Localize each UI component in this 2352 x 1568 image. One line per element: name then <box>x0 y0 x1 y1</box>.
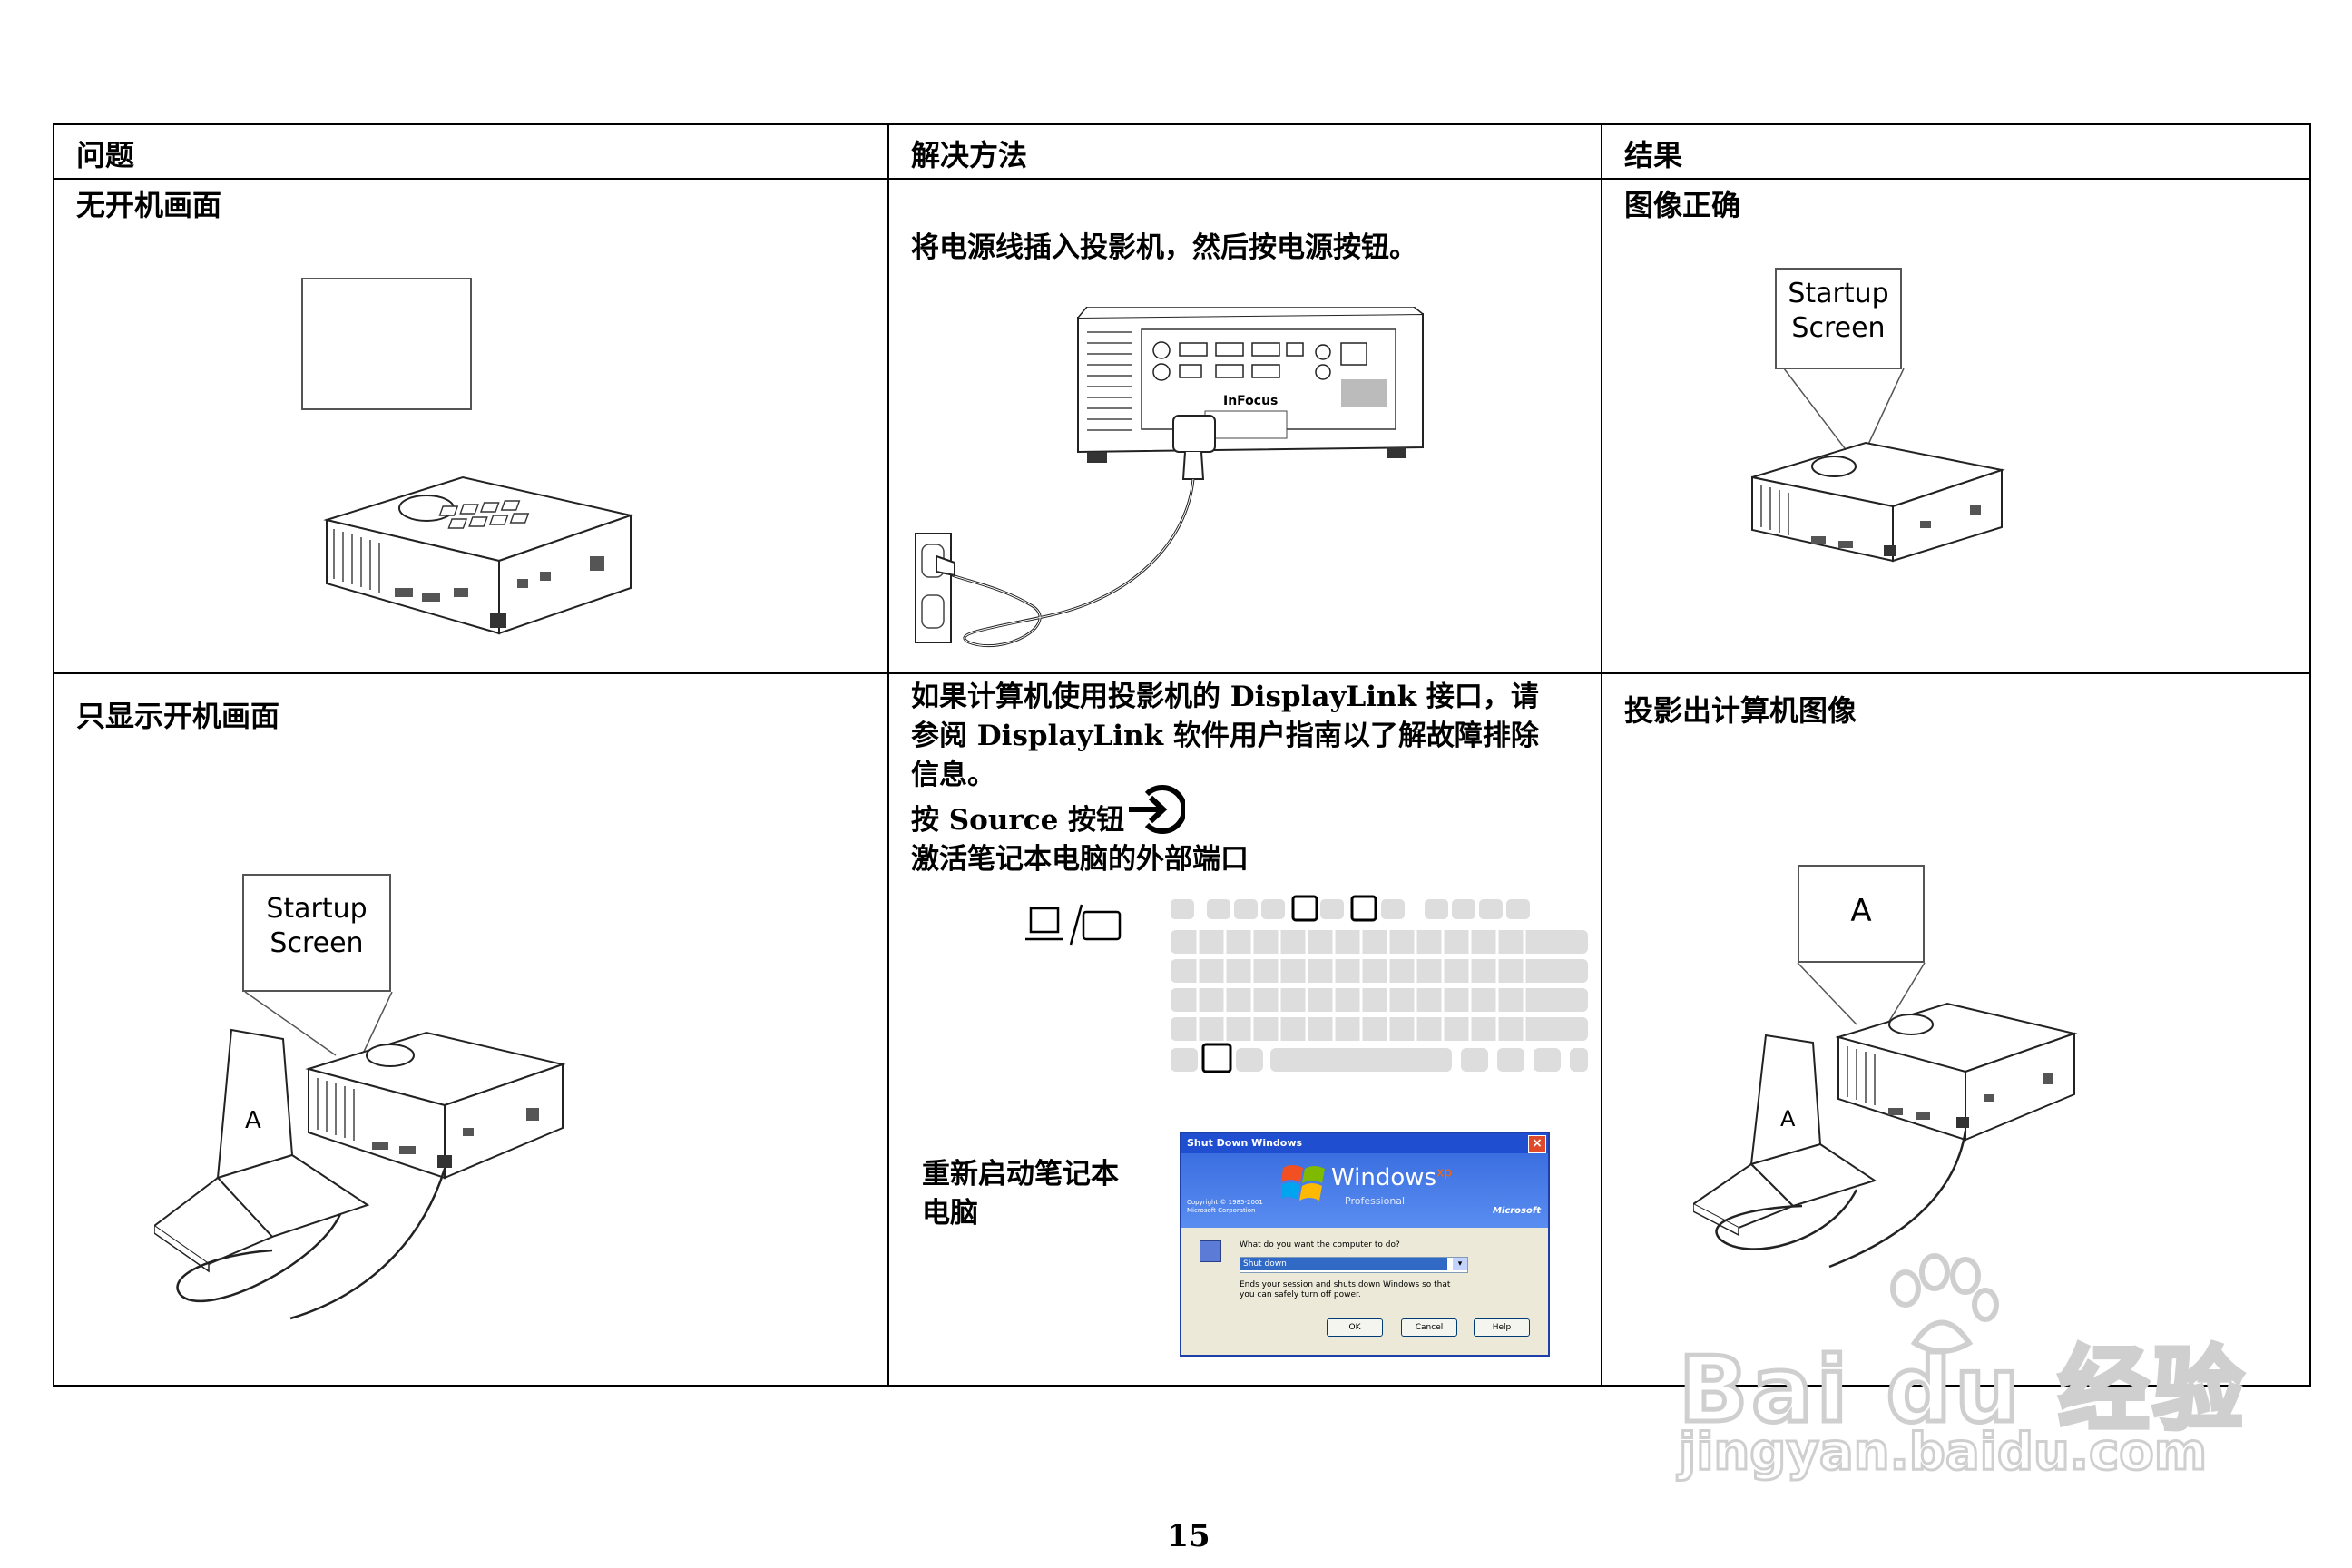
problem-text: 无开机画面 <box>76 188 222 222</box>
startup-screen-box: Startup Screen <box>1775 268 1902 369</box>
paw-icon <box>1890 1253 1999 1354</box>
shutdown-dialog: Shut Down Windows × Windowsxp Profession… <box>1180 1132 1550 1357</box>
watermark-brand: Bai du 经验 <box>1676 1335 2248 1446</box>
laptop-projector-illustration: A <box>1693 963 2078 1269</box>
startup-screen-box: Startup Screen <box>242 874 391 992</box>
problem-cell-2: 只显示开机画面 Startup Screen <box>53 672 889 1387</box>
windows-logo-icon <box>1281 1165 1325 1200</box>
solution-cell-2: 如果计算机使用投影机的 DisplayLink 接口，请 参阅 DisplayL… <box>887 672 1602 1387</box>
source-instruction: 按 Source 按钮 激活笔记本电脑的外部端口 <box>911 804 1249 876</box>
baidu-watermark: Bai du 经验 jingyan.baidu.com <box>1676 1252 2246 1488</box>
microsoft-label: Microsoft <box>1492 1206 1541 1216</box>
projector-illustration <box>323 475 634 635</box>
chevron-down-icon[interactable]: ▾ <box>1453 1258 1467 1270</box>
header-result: 结果 <box>1601 123 2311 180</box>
windows-edition: Professional <box>1345 1195 1406 1207</box>
help-button[interactable]: Help <box>1474 1318 1530 1337</box>
laptop-monitor-toggle-icon <box>1025 904 1122 946</box>
solution-cell-1: 将电源线插入投影机，然后按电源按钮。 <box>887 178 1602 674</box>
projector-illustration <box>1751 368 2005 563</box>
table-header-row: 问题 解决方法 结果 <box>53 123 2311 180</box>
source-button-icon <box>1129 785 1185 834</box>
problem-cell-1: 无开机画面 <box>53 178 889 674</box>
computer-image-screen-box: A <box>1798 865 1925 963</box>
projector-brand: InFocus <box>1223 394 1278 408</box>
troubleshooting-table: 问题 解决方法 结果 无开机画面 <box>53 123 2311 1387</box>
shutdown-option-select[interactable]: Shut down ▾ <box>1240 1257 1468 1273</box>
table-row: 无开机画面 <box>53 178 2311 674</box>
result-cell-1: 图像正确 Startup Screen <box>1601 178 2311 674</box>
power-cord-illustration: InFocus <box>915 307 1424 648</box>
close-icon[interactable]: × <box>1528 1135 1546 1153</box>
header-problem: 问题 <box>53 123 889 180</box>
ok-button[interactable]: OK <box>1327 1318 1383 1337</box>
result-text: 图像正确 <box>1624 188 1741 222</box>
laptop-label: A <box>1780 1106 1796 1132</box>
watermark-url: jingyan.baidu.com <box>1677 1422 2208 1484</box>
dialog-banner: Windowsxp Professional Copyright © 1985-… <box>1181 1153 1548 1228</box>
solution-text: 将电源线插入投影机，然后按电源按钮。 <box>911 231 1417 264</box>
windows-logo-text: Windowsxp <box>1331 1164 1453 1191</box>
keyboard-illustration <box>1171 895 1588 1073</box>
problem-text: 只显示开机画面 <box>76 699 280 733</box>
dialog-titlebar: Shut Down Windows × <box>1181 1133 1548 1153</box>
result-text: 投影出计算机图像 <box>1624 693 1857 728</box>
restart-instruction: 重新启动笔记本 电脑 <box>922 1158 1119 1230</box>
header-solution: 解决方法 <box>887 123 1602 180</box>
page-number: 15 <box>1167 1518 1210 1554</box>
laptop-projector-illustration: A <box>154 992 566 1320</box>
cancel-button[interactable]: Cancel <box>1401 1318 1457 1337</box>
laptop-label: A <box>245 1107 261 1134</box>
dialog-body: What do you want the computer to do? Shu… <box>1181 1228 1548 1355</box>
dialog-description: Ends your session and shuts down Windows… <box>1240 1280 1451 1299</box>
blank-screen <box>301 278 472 410</box>
computer-icon <box>1200 1240 1221 1262</box>
dialog-copyright: Copyright © 1985-2001 Microsoft Corporat… <box>1187 1199 1263 1214</box>
dialog-question: What do you want the computer to do? <box>1240 1240 1400 1250</box>
solution-text: 如果计算机使用投影机的 DisplayLink 接口，请 参阅 DisplayL… <box>911 681 1539 791</box>
